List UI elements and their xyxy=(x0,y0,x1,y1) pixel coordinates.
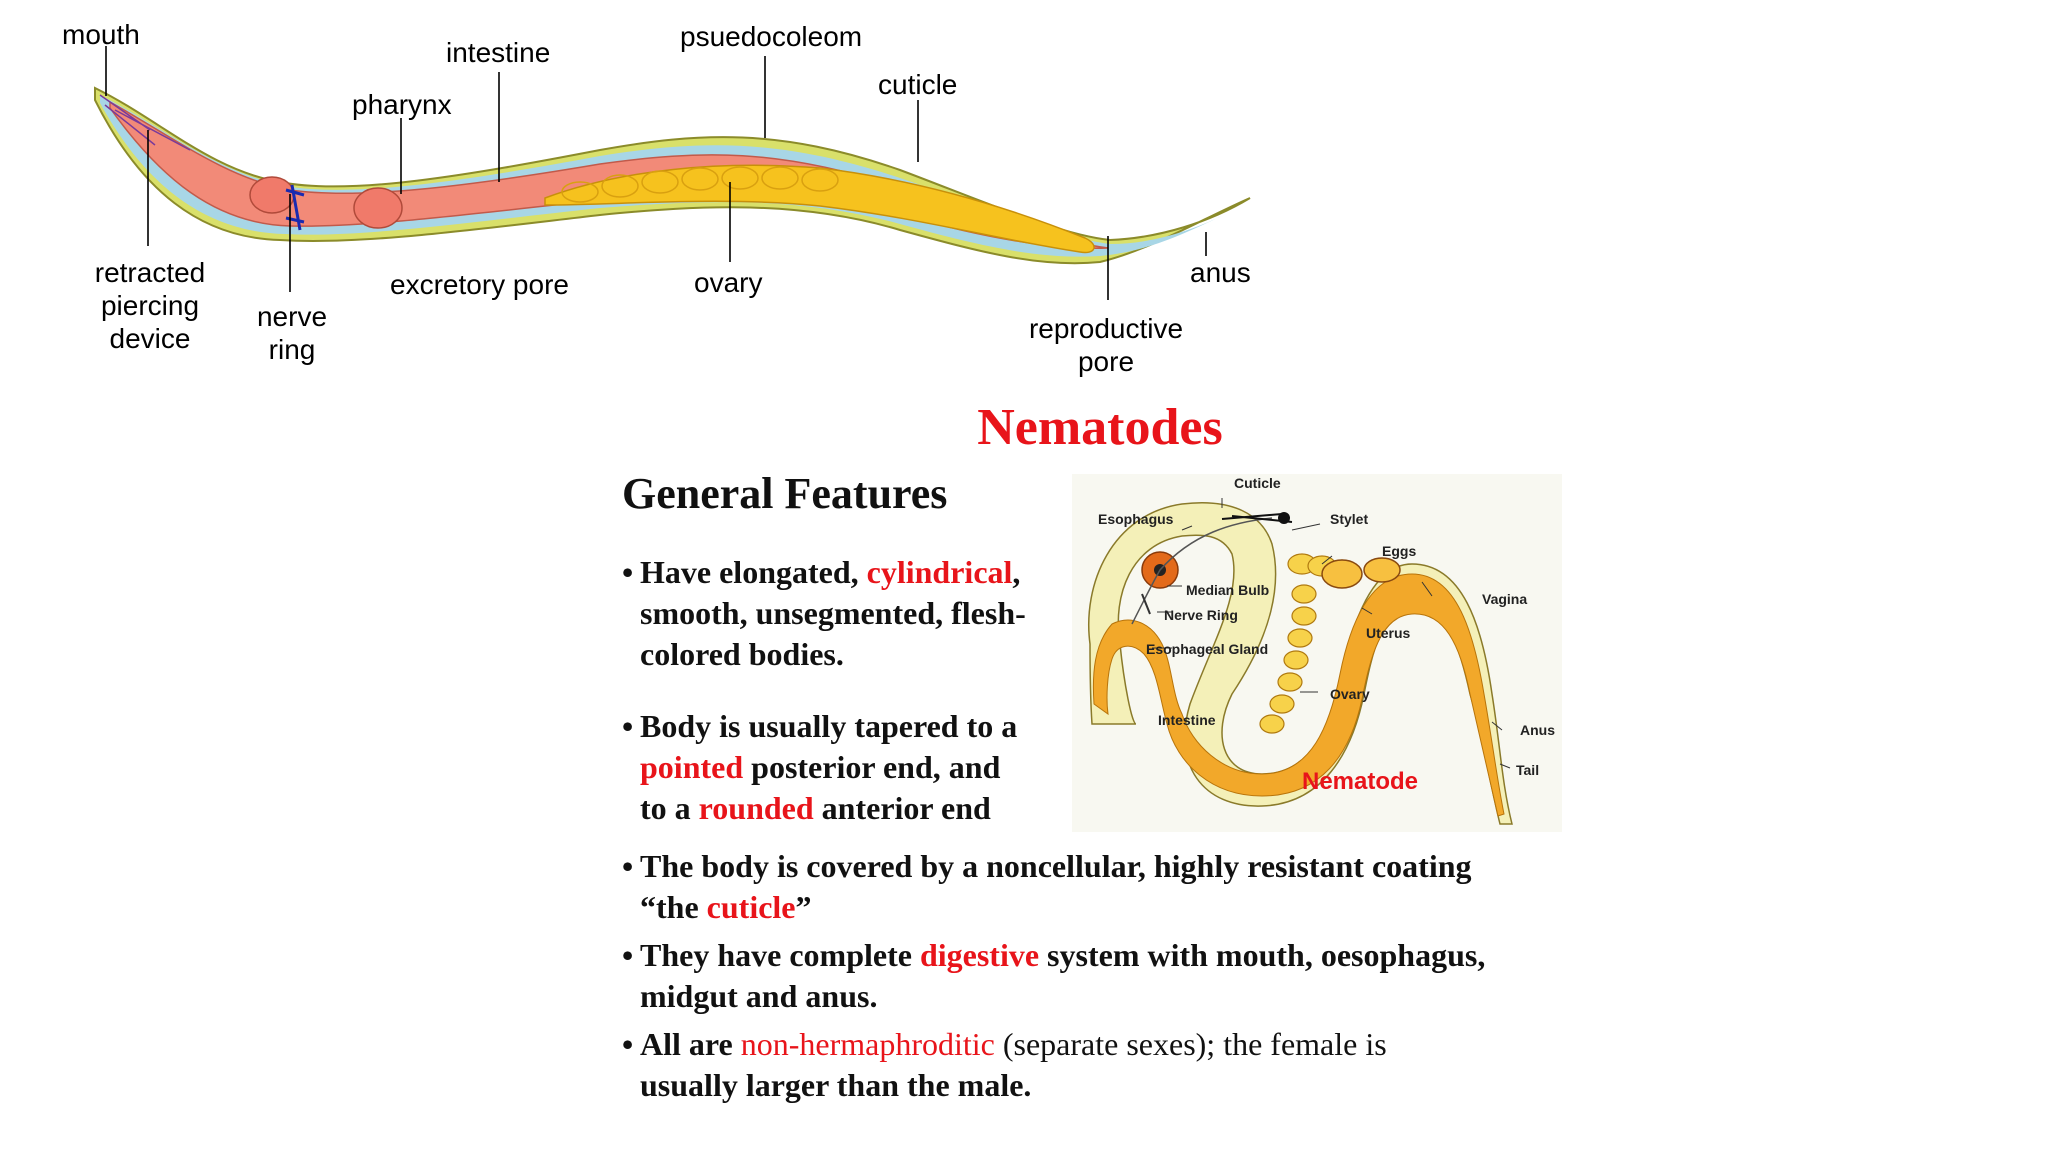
bullet-dot: • xyxy=(622,935,633,976)
label-retracted-line2: piercing xyxy=(95,289,206,322)
nlabel-intestine: Intestine xyxy=(1158,712,1216,728)
bullet-4-text-a: They have complete xyxy=(640,937,920,973)
nlabel-ovary: Ovary xyxy=(1330,686,1370,702)
nlabel-vagina: Vagina xyxy=(1482,591,1527,607)
label-reproductive-pore: reproductive pore xyxy=(1029,312,1183,378)
bullet-4-line2: midgut and anus. xyxy=(640,976,1640,1017)
nlabel-esophageal-gland: Esophageal Gland xyxy=(1146,641,1268,657)
nlabel-tail: Tail xyxy=(1516,762,1539,778)
label-retracted-line3: device xyxy=(95,322,206,355)
bullet-dot: • xyxy=(622,1024,633,1065)
worm-anatomy-diagram xyxy=(0,0,1280,300)
label-nerve-line2: ring xyxy=(257,333,327,366)
bullet-5-line2: usually larger than the male. xyxy=(640,1065,1640,1106)
bullet-2-line1: Body is usually tapered to a xyxy=(640,706,1080,747)
nematode-caption: Nematode xyxy=(1302,768,1418,796)
label-excretory-pore: excretory pore xyxy=(390,268,569,301)
bullet-2-text-b: to a xyxy=(640,790,699,826)
bullet-5-text-a: All are xyxy=(640,1026,741,1062)
nlabel-cuticle: Cuticle xyxy=(1234,475,1281,491)
label-pseudocoelom: psuedocoleom xyxy=(680,20,862,53)
label-repro-line1: reproductive xyxy=(1029,312,1183,345)
bullet-4: • They have complete digestive system wi… xyxy=(640,935,1640,1017)
bullet-5-line1: All are non-hermaphroditic (separate sex… xyxy=(640,1024,1640,1065)
section-subtitle: General Features xyxy=(622,468,947,519)
label-repro-line2: pore xyxy=(1029,345,1183,378)
bullet-3-highlight: cuticle xyxy=(707,889,796,925)
nlabel-median-bulb: Median Bulb xyxy=(1186,582,1269,598)
bullet-4-text-b: system with mouth, oesophagus, xyxy=(1039,937,1485,973)
bullet-5-highlight: non-hermaphroditic xyxy=(741,1026,995,1062)
nlabel-uterus: Uterus xyxy=(1366,625,1410,641)
worm-pharynx-bulb-2 xyxy=(354,188,402,228)
bullet-1-text-a: Have elongated, xyxy=(640,554,867,590)
label-mouth: mouth xyxy=(62,18,140,51)
label-retracted-piercing-device: retracted piercing device xyxy=(95,256,206,355)
label-anus: anus xyxy=(1190,256,1251,289)
label-nerve-line1: nerve xyxy=(257,300,327,333)
bullet-1-highlight: cylindrical xyxy=(867,554,1013,590)
label-nerve-ring: nerve ring xyxy=(257,300,327,366)
label-intestine: intestine xyxy=(446,36,550,69)
bullet-4-highlight: digestive xyxy=(920,937,1039,973)
bullet-3-line1: The body is covered by a noncellular, hi… xyxy=(640,846,1640,887)
label-pharynx: pharynx xyxy=(352,88,452,121)
bullet-1-text-b: , xyxy=(1012,554,1020,590)
bullet-5-text-b: (separate sexes); the female is xyxy=(995,1026,1387,1062)
page-title: Nematodes xyxy=(0,398,2048,457)
bullet-2-highlight-2: rounded xyxy=(699,790,814,826)
bullet-3-line2: “the cuticle” xyxy=(640,887,1640,928)
nlabel-esophagus: Esophagus xyxy=(1098,511,1173,527)
bullet-1-line3: colored bodies. xyxy=(640,634,1080,675)
bullet-2-text-c: anterior end xyxy=(814,790,991,826)
bullet-1-line2: smooth, unsegmented, flesh- xyxy=(640,593,1080,634)
worm-pharynx-bulb-1 xyxy=(250,177,294,213)
bullet-1-line1: Have elongated, cylindrical, xyxy=(640,552,1080,593)
bullet-2-line2: pointed posterior end, and xyxy=(640,747,1080,788)
bullet-5: • All are non-hermaphroditic (separate s… xyxy=(640,1024,1640,1106)
bullet-3: • The body is covered by a noncellular, … xyxy=(640,846,1640,928)
bullet-1: • Have elongated, cylindrical, smooth, u… xyxy=(640,552,1080,675)
label-retracted-line1: retracted xyxy=(95,256,206,289)
nlabel-eggs: Eggs xyxy=(1382,543,1416,559)
bullet-dot: • xyxy=(622,846,633,887)
bullet-4-line1: They have complete digestive system with… xyxy=(640,935,1640,976)
bullet-2-text-a: posterior end, and xyxy=(743,749,1000,785)
bullet-2: • Body is usually tapered to a pointed p… xyxy=(640,706,1080,829)
label-ovary: ovary xyxy=(694,266,762,299)
nlabel-stylet: Stylet xyxy=(1330,511,1368,527)
nlabel-nerve-ring: Nerve Ring xyxy=(1164,607,1238,623)
bullet-3-text-a: “the xyxy=(640,889,707,925)
bullet-2-highlight-1: pointed xyxy=(640,749,743,785)
label-cuticle: cuticle xyxy=(878,68,957,101)
bullet-2-line3: to a rounded anterior end xyxy=(640,788,1080,829)
nlabel-anus: Anus xyxy=(1520,722,1555,738)
nematode-stylet-knob xyxy=(1278,512,1290,524)
bullet-dot: • xyxy=(622,706,633,747)
bullet-3-text-b: ” xyxy=(796,889,812,925)
bullet-dot: • xyxy=(622,552,633,593)
